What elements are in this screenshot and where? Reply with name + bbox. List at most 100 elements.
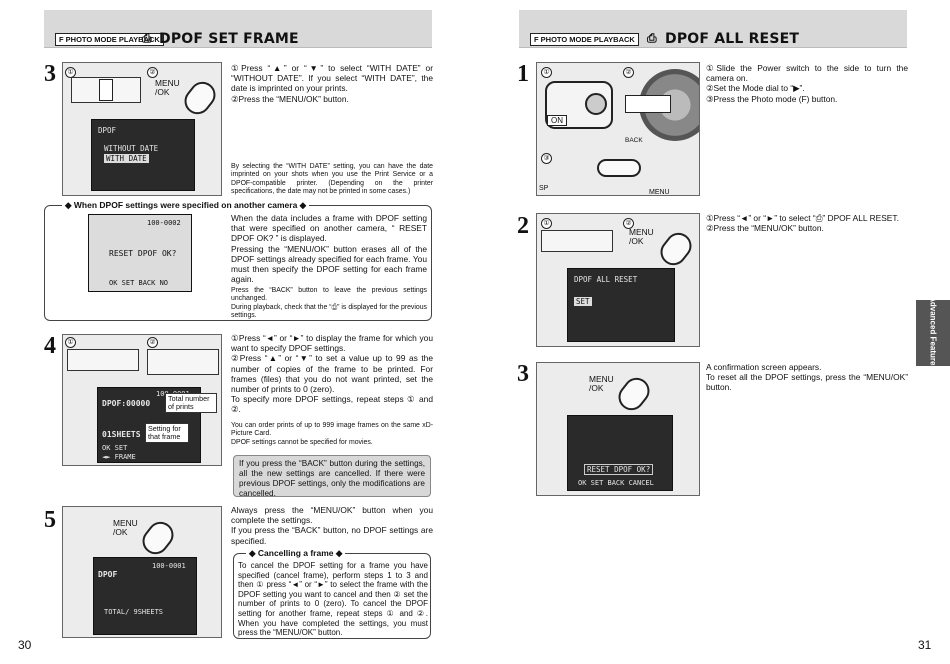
step2-text-2: ②Press the “MENU/OK” button.	[706, 223, 824, 234]
circle-1: ①	[65, 337, 76, 348]
other-camera-text-1: When the data includes a frame with DPOF…	[231, 213, 427, 244]
note-text: You can order prints of up to 999 image …	[231, 422, 433, 438]
page-number: 31	[918, 638, 932, 652]
lens-icon	[585, 93, 607, 115]
lcd-set: OK SET	[102, 444, 128, 452]
step2-text: ①Press “◄” or “►” to select “⎙” DPOF ALL…	[706, 213, 910, 233]
lcd-bottom: OK SET BACK CANCEL	[578, 479, 654, 487]
callout-setting: Setting for that frame	[145, 423, 189, 443]
note-text: During playback, check that the “⎙” is d…	[231, 303, 427, 320]
lcd-top: 100-0001	[152, 562, 186, 570]
note-text: Press the “BACK” button to leave the pre…	[231, 287, 427, 303]
menu-ok-label: MENU /OK	[629, 227, 654, 246]
menu-ok-button-icon	[137, 516, 179, 560]
lcd-dpof: DPOF	[98, 570, 118, 579]
box-title: ◆ Cancelling a frame ◆	[246, 548, 346, 559]
sp-label: SP	[539, 185, 549, 192]
lcd-msg: RESET DPOF OK?	[584, 464, 654, 475]
step4-notes: You can order prints of up to 999 image …	[231, 422, 433, 447]
lcd-sheets: 01SHEETS	[102, 430, 141, 439]
printer-reset-icon: ⎙	[647, 31, 657, 45]
lcd-line: DPOF ALL RESET	[574, 275, 638, 284]
dpad-up-down-icon	[147, 349, 219, 375]
step5-illustration: MENU /OK 100-0001 DPOF TOTAL/ 9SHEETS	[62, 506, 222, 638]
lcd-bottom: OK SET BACK NO	[109, 279, 169, 287]
step4-illustration: ① ② 100-0001 DPOF:00000 01SHEETS OK SET …	[62, 334, 222, 466]
lcd-top: 100-0002	[147, 219, 181, 227]
side-tab-label: Advanced Features	[928, 296, 938, 370]
menu-label: MENU	[649, 189, 670, 196]
step5-text: Always press the “MENU/OK” button when y…	[231, 505, 433, 546]
lcd-line-selected: SET	[574, 297, 592, 306]
lcd-screen: DPOF WITHOUT DATE WITH DATE	[91, 119, 195, 191]
step-number: 3	[517, 361, 529, 387]
dpad-left-right-icon	[541, 230, 613, 252]
page-number: 30	[18, 638, 32, 652]
circle-3: ③	[541, 153, 552, 164]
on-label: ON	[547, 115, 567, 126]
circle-1: ①	[65, 67, 76, 78]
step2-illustration: ① ② MENU /OK DPOF ALL RESET SET	[536, 213, 700, 347]
circle-1: ①	[541, 67, 552, 78]
step3-illustration: ① ② MENU /OK DPOF WITHOUT DATE WITH DATE	[62, 62, 222, 196]
step3-right-text-1: A confirmation screen appears.	[706, 362, 822, 372]
circle-2: ②	[623, 218, 634, 229]
dpad-left-right-icon	[67, 349, 139, 371]
step3-text: ①Press “▲” or “▼” to select “WITH DATE” …	[231, 63, 433, 104]
dpad-center	[99, 79, 113, 101]
step1-text: ①Slide the Power switch to the side to t…	[706, 63, 908, 104]
step5-text-2: If you press the “BACK” button, no DPOF …	[231, 525, 433, 546]
step2-text-1: ①Press “◄” or “►” to select “⎙” DPOF ALL…	[706, 213, 899, 223]
lcd-line: WITHOUT DATE	[104, 144, 159, 153]
step1-text-2: ②Set the Mode dial to “▶”.	[706, 83, 805, 94]
lcd-msg: RESET DPOF OK?	[109, 249, 177, 258]
other-camera-notes: Press the “BACK” button to leave the pre…	[231, 287, 427, 321]
step4-text: ①Press “◄” or “►” to display the frame f…	[231, 333, 433, 415]
other-camera-text: When the data includes a frame with DPOF…	[231, 213, 427, 284]
mode-badge: F PHOTO MODE PLAYBACK	[55, 33, 164, 46]
lcd-screen: 100-0002 RESET DPOF OK? OK SET BACK NO	[88, 214, 192, 292]
mode-badge: F PHOTO MODE PLAYBACK	[530, 33, 639, 46]
advanced-features-tab: Advanced Features	[916, 296, 950, 370]
step-number: 1	[517, 61, 529, 87]
menu-ok-button-icon	[613, 372, 655, 416]
step1-text-3: ③Press the Photo mode (F) button.	[706, 93, 838, 104]
cancel-frame-text: To cancel the DPOF setting for a frame y…	[238, 561, 428, 638]
step3-right-text-2: To reset all the DPOF settings, press th…	[706, 372, 908, 393]
photo-mode-button-icon	[597, 159, 641, 177]
lcd-frame: ◄► FRAME	[102, 453, 136, 461]
step-number: 3	[44, 61, 56, 87]
page-title: DPOF ALL RESET	[665, 31, 800, 47]
step3-note: By selecting the “WITH DATE” setting, yo…	[231, 163, 433, 197]
lcd-total: TOTAL/ 9SHEETS	[104, 608, 164, 616]
menu-ok-button-icon	[655, 227, 697, 271]
circle-2: ②	[147, 337, 158, 348]
step-number: 2	[517, 213, 529, 239]
note-text: By selecting the “WITH DATE” setting, yo…	[231, 163, 433, 196]
lcd-line-selected: WITH DATE	[104, 154, 149, 163]
lcd-screen: RESET DPOF OK? OK SET BACK CANCEL	[567, 415, 673, 491]
page-title: DPOF SET FRAME	[159, 31, 299, 47]
other-camera-text-2: Pressing the “MENU/OK” button erases all…	[231, 243, 427, 285]
note-text: DPOF settings cannot be specified for mo…	[231, 438, 373, 446]
lcd-line: DPOF	[98, 126, 117, 135]
playback-mode-icon	[625, 95, 671, 113]
step3-right-text: A confirmation screen appears. To reset …	[706, 362, 908, 393]
step3-text-1: ①Press “▲” or “▼” to select “WITH DATE” …	[231, 63, 433, 94]
lcd-screen: 100-0001 DPOF TOTAL/ 9SHEETS	[93, 557, 197, 635]
circle-2: ②	[147, 67, 158, 78]
step3-right-illustration: MENU /OK RESET DPOF OK? OK SET BACK CANC…	[536, 362, 700, 496]
lcd-dpof: DPOF:00000	[102, 399, 151, 408]
circle-2: ②	[623, 67, 634, 78]
step5-text-1: Always press the “MENU/OK” button when y…	[231, 505, 433, 526]
step4-text-3: To specify more DPOF settings, repeat st…	[231, 394, 433, 415]
step1-illustration: ① ON ② BACK ③ SP MENU	[536, 62, 700, 196]
step4-text-1: ①Press “◄” or “►” to display the frame f…	[231, 333, 433, 354]
step3-text-2: ②Press the “MENU/OK” button.	[231, 93, 349, 104]
menu-ok-button-icon	[179, 76, 221, 120]
callout-total: Total number of prints	[165, 393, 217, 413]
printer-icon: ⎙	[142, 31, 152, 45]
menu-ok-label: MENU /OK	[113, 518, 138, 537]
lcd-screen: DPOF ALL RESET SET	[567, 268, 675, 342]
step-number: 5	[44, 507, 56, 533]
